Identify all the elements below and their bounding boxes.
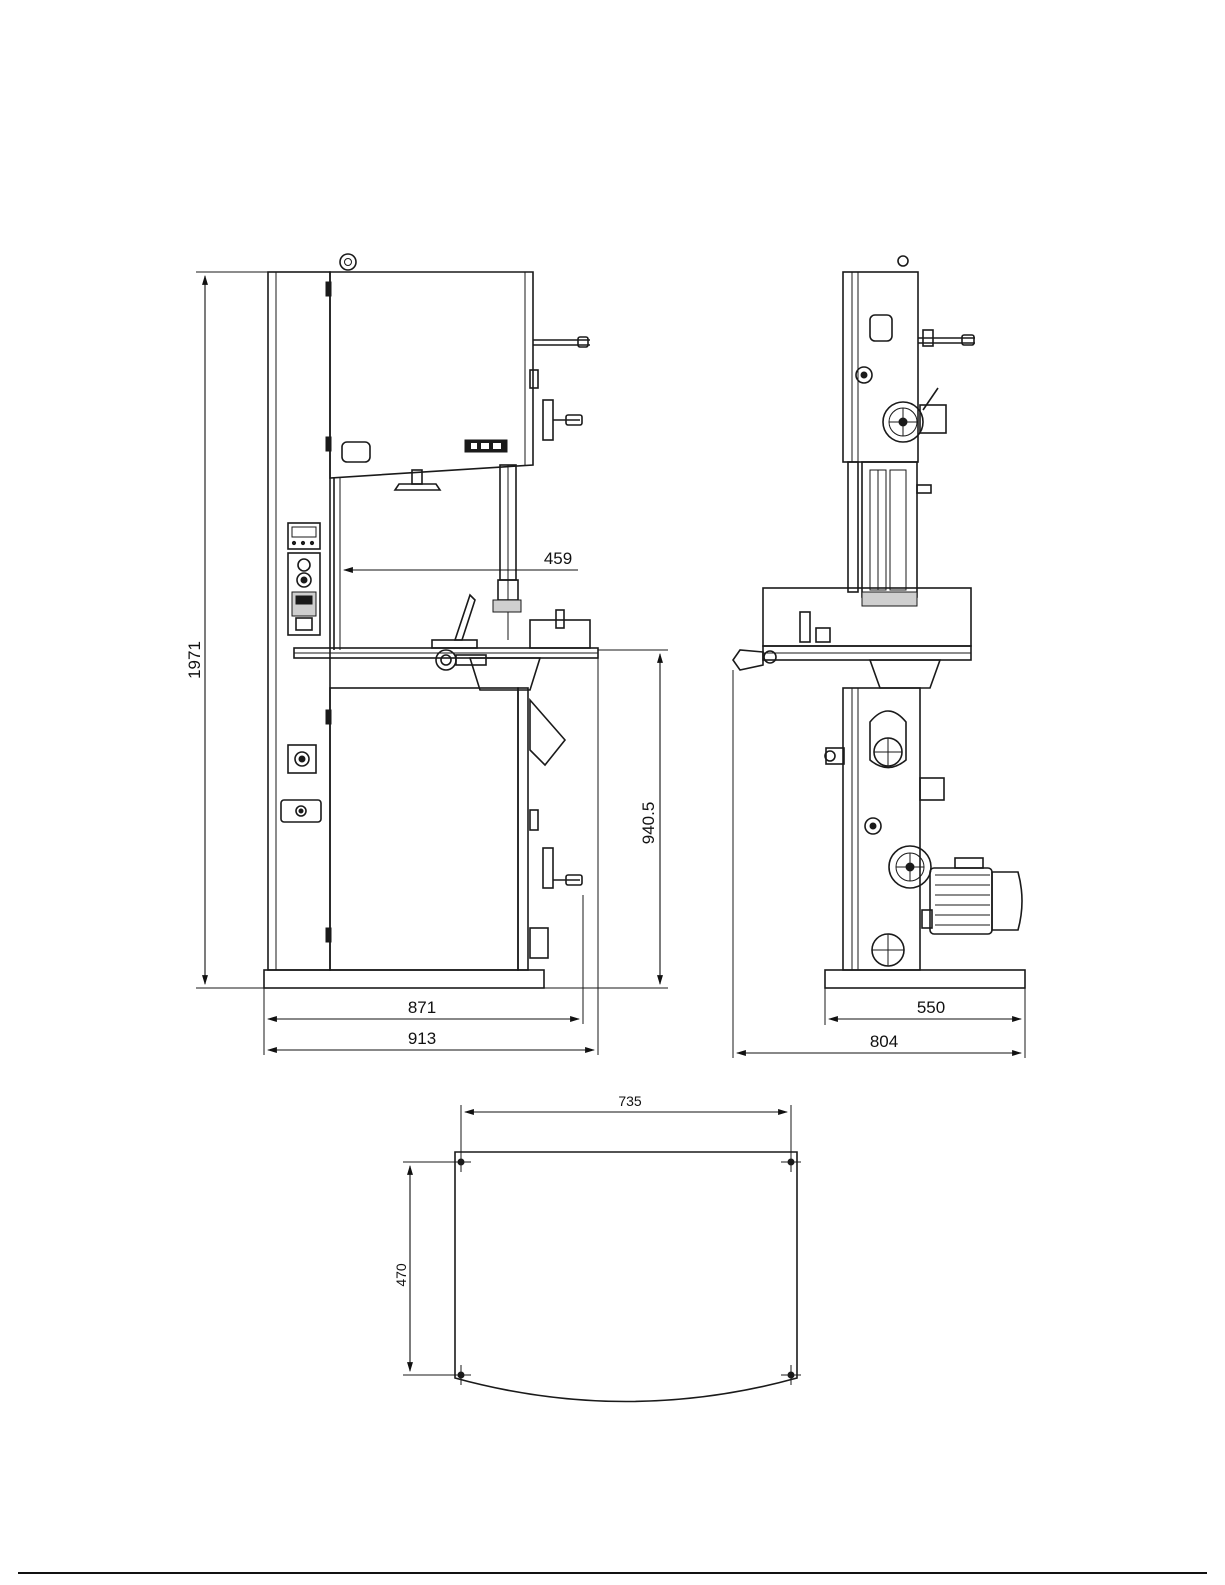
side-view <box>733 256 1025 988</box>
dim-height-total: 1971 <box>185 641 204 679</box>
dim-mount-width: 735 <box>618 1093 642 1109</box>
dim-table-height: 940.5 <box>639 802 658 845</box>
control-panel <box>288 523 320 635</box>
page-bottom-rule <box>18 1572 1207 1574</box>
mount-holes <box>451 1152 801 1385</box>
mounting-plan <box>451 1152 801 1402</box>
dim-base-width-side: 550 <box>917 998 945 1017</box>
jet-logo-badge <box>465 440 507 452</box>
motor <box>922 858 1022 934</box>
dim-mount-depth: 470 <box>393 1263 409 1287</box>
dim-overall-width-front: 913 <box>408 1029 436 1048</box>
dim-overall-width-side: 804 <box>870 1032 898 1051</box>
dim-base-width-front: 871 <box>408 998 436 1017</box>
dim-throat: 459 <box>544 549 572 568</box>
dimension-lines <box>196 272 1025 1375</box>
front-view <box>264 254 598 988</box>
